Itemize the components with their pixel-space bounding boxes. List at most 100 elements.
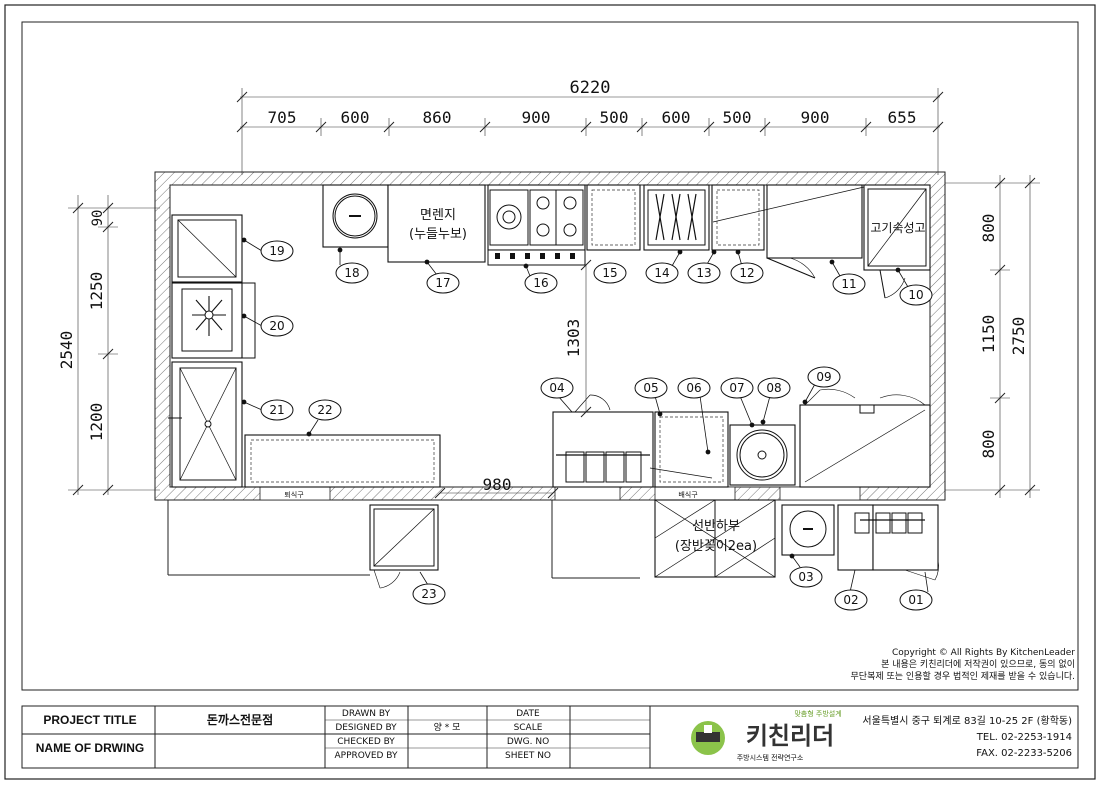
- company-address: 서울특별시 중구 퇴계로 83길 10-25 2F (황학동): [862, 714, 1072, 727]
- callout-04: 04: [549, 381, 564, 395]
- approved-by-label: APPROVED BY: [334, 751, 398, 761]
- callout-bubbles: [260, 240, 933, 611]
- top-dimensions: 6220 705 600 860 900 500 600 500 900 655: [236, 78, 944, 175]
- dim-right-overall: 2750: [1009, 317, 1028, 356]
- equipment-17-noodle-range: [387, 184, 486, 263]
- copyright-line-3: 무단복제 또는 인용할 경우 법적인 제재를 받을 수 있습니다.: [851, 670, 1075, 682]
- copyright-line-2: 본 내용은 키친리더에 저작권이 있으므로, 동의 없이: [881, 658, 1075, 670]
- callout-17: 17: [435, 276, 450, 290]
- callout-18: 18: [344, 266, 359, 280]
- dim-left-overall: 2540: [57, 331, 76, 370]
- project-name: 돈까스전문점: [207, 712, 273, 727]
- callout-10: 10: [908, 288, 923, 302]
- sheet-no-label: SHEET NO: [505, 751, 551, 761]
- dim-right-segment: 1150: [979, 315, 998, 354]
- equipment-shelf-unit: [654, 499, 776, 578]
- dim-segment: 500: [723, 108, 752, 127]
- equipment-19-sink-top: [171, 214, 243, 283]
- scale-label: SCALE: [514, 723, 543, 733]
- dim-aisle-vertical: 1303: [564, 319, 583, 358]
- left-dimensions: 2540 90 1250 1200: [57, 195, 160, 496]
- callout-09: 09: [816, 370, 831, 384]
- equipment-03-round-pot: [781, 504, 835, 556]
- company-fax: FAX. 02-2233-5206: [976, 748, 1072, 759]
- dim-segment: 600: [662, 108, 691, 127]
- callout-12: 12: [739, 266, 754, 280]
- dwg-no-label: DWG. NO: [507, 737, 549, 747]
- callout-23: 23: [421, 587, 436, 601]
- equipment-15-work-table: [586, 184, 641, 251]
- pass-window-left-label: 퇴식구: [284, 490, 304, 499]
- equipment-05-work-table: [649, 411, 729, 488]
- equipment-11-refrigerator: [766, 184, 863, 279]
- date-label: DATE: [516, 709, 540, 719]
- designed-by-label: DESIGNED BY: [335, 723, 397, 733]
- dim-left-segment: 90: [90, 210, 106, 227]
- equipment-16-gas-range: [487, 184, 586, 266]
- dim-aisle-horizontal: 980: [483, 475, 512, 494]
- equipment-22-counter-table: [244, 434, 441, 488]
- dim-segment: 900: [801, 108, 830, 127]
- company-tel: TEL. 02-2253-1914: [976, 732, 1072, 743]
- equipment-12-work-table: [711, 184, 765, 251]
- dim-left-segment: 1200: [87, 403, 106, 442]
- equipment-23-refrigerator: [369, 504, 439, 589]
- dim-segment: 500: [600, 108, 629, 127]
- equipment-18-stock-pot-range: [322, 184, 389, 248]
- designer-name: 양 * 모: [434, 722, 461, 733]
- project-title-label: PROJECT TITLE: [43, 713, 136, 727]
- callout-06: 06: [686, 381, 701, 395]
- equipment-14-fryer: [643, 184, 710, 251]
- dim-segment: 900: [522, 108, 551, 127]
- callout-15: 15: [602, 266, 617, 280]
- copyright-line-1: Copyright © All Rights By KitchenLeader: [892, 648, 1075, 658]
- checked-by-label: CHECKED BY: [337, 737, 395, 747]
- callout-labels: 01 02 03 04 05 06 07 08 09 10 11 12 13 1…: [269, 244, 923, 607]
- company-contact: 서울특별시 중구 퇴계로 83길 10-25 2F (황학동) TEL. 02-…: [862, 714, 1072, 759]
- equipment-09-refrigerator: [799, 388, 931, 488]
- dim-segment: 655: [888, 108, 917, 127]
- logo-tagline: 맞춤형 주방설계: [794, 709, 841, 718]
- dim-segment: 860: [423, 108, 452, 127]
- equipment-04-sink-table: [552, 394, 654, 488]
- drawn-by-label: DRAWN BY: [342, 709, 391, 719]
- drawing-name-label: NAME OF DRWING: [36, 741, 144, 755]
- callout-07: 07: [729, 381, 744, 395]
- noodle-range-label-2: (누들누보): [409, 227, 467, 242]
- meat-aging-label: 고기숙성고: [870, 221, 925, 235]
- shelf-label-1: 선반하부: [692, 519, 740, 534]
- aisle-dimensions: [434, 259, 592, 499]
- callout-08: 08: [766, 381, 781, 395]
- equipment-02-sink-unit: [837, 504, 874, 571]
- callout-20: 20: [269, 319, 284, 333]
- callout-03: 03: [798, 570, 813, 584]
- shelf-label-2: (장반꽂이2ea): [675, 539, 757, 554]
- noodle-range-label-1: 면렌지: [420, 208, 456, 223]
- callout-02: 02: [843, 593, 858, 607]
- company-logo: 맞춤형 주방설계 키친리더 주방시스템 전략연구소: [691, 709, 842, 762]
- callout-05: 05: [643, 381, 658, 395]
- callout-leaders: [241, 237, 929, 593]
- title-block: [21, 705, 1079, 769]
- equipment-01-sink-table: [860, 504, 939, 581]
- callout-14: 14: [654, 266, 669, 280]
- callout-22: 22: [317, 403, 332, 417]
- dim-segment: 705: [268, 108, 297, 127]
- right-dimensions: 800 1150 800 2750: [945, 175, 1040, 498]
- outside-area-lines: [167, 500, 640, 579]
- title-block-text: PROJECT TITLE NAME OF DRWING 돈까스전문점 DRAW…: [36, 709, 551, 761]
- callout-11: 11: [841, 277, 856, 291]
- dim-segment: 600: [341, 108, 370, 127]
- logo-name: 키친리더: [746, 722, 834, 750]
- inner-border: [21, 21, 1079, 691]
- equipment-20-dishwasher: [171, 282, 256, 359]
- logo-subtitle: 주방시스템 전략연구소: [737, 753, 804, 762]
- callout-13: 13: [696, 266, 711, 280]
- equipment-07-round-kettle: [729, 424, 796, 486]
- dim-right-segment: 800: [979, 214, 998, 243]
- outer-border: [4, 4, 1096, 780]
- copyright-note: Copyright © All Rights By KitchenLeader …: [851, 648, 1076, 682]
- dim-overall-top: 6220: [570, 78, 611, 98]
